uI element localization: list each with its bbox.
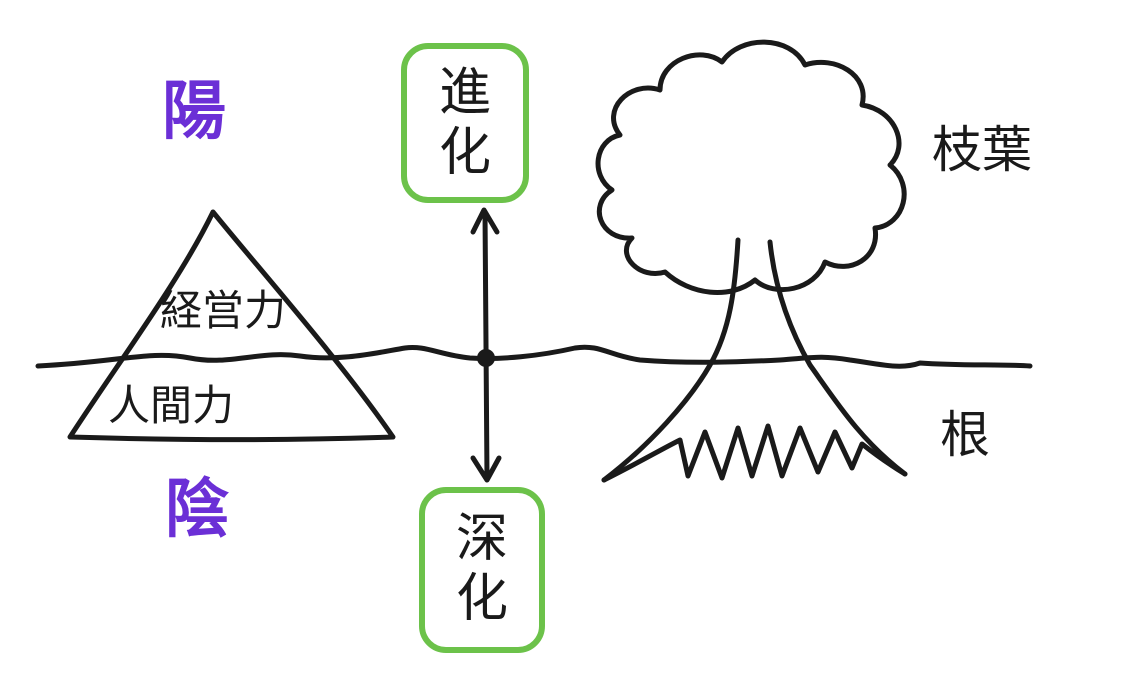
top-box-line1: 進 bbox=[438, 63, 491, 123]
horizon-line bbox=[35, 344, 1033, 369]
bottom-box-line2: 化 bbox=[455, 568, 508, 629]
arrow-head-up bbox=[470, 207, 500, 235]
tree-roots bbox=[601, 423, 908, 483]
tree-trunk-right bbox=[767, 239, 908, 477]
bottom-box-line1: 深 bbox=[455, 509, 508, 569]
management-label: 経営力 bbox=[160, 286, 287, 335]
bottom-box-text: 深 化 bbox=[427, 509, 537, 630]
bottom-box bbox=[419, 487, 545, 653]
yang-label: 陽 bbox=[162, 75, 226, 149]
roots-label: 根 bbox=[940, 406, 990, 464]
human-label: 人間力 bbox=[108, 381, 235, 430]
arrow-center-dot bbox=[477, 349, 495, 367]
branches-label: 枝葉 bbox=[932, 121, 1032, 179]
tree-trunk-left bbox=[601, 237, 741, 483]
yin-label: 陰 bbox=[165, 473, 229, 547]
iceberg-triangle bbox=[67, 209, 396, 443]
arrow-head-down bbox=[470, 455, 502, 483]
top-box bbox=[401, 43, 529, 203]
top-box-text: 進 化 bbox=[410, 63, 520, 184]
tree-canopy bbox=[595, 39, 907, 295]
top-box-line2: 化 bbox=[438, 122, 491, 183]
arrow-shaft bbox=[482, 209, 490, 481]
